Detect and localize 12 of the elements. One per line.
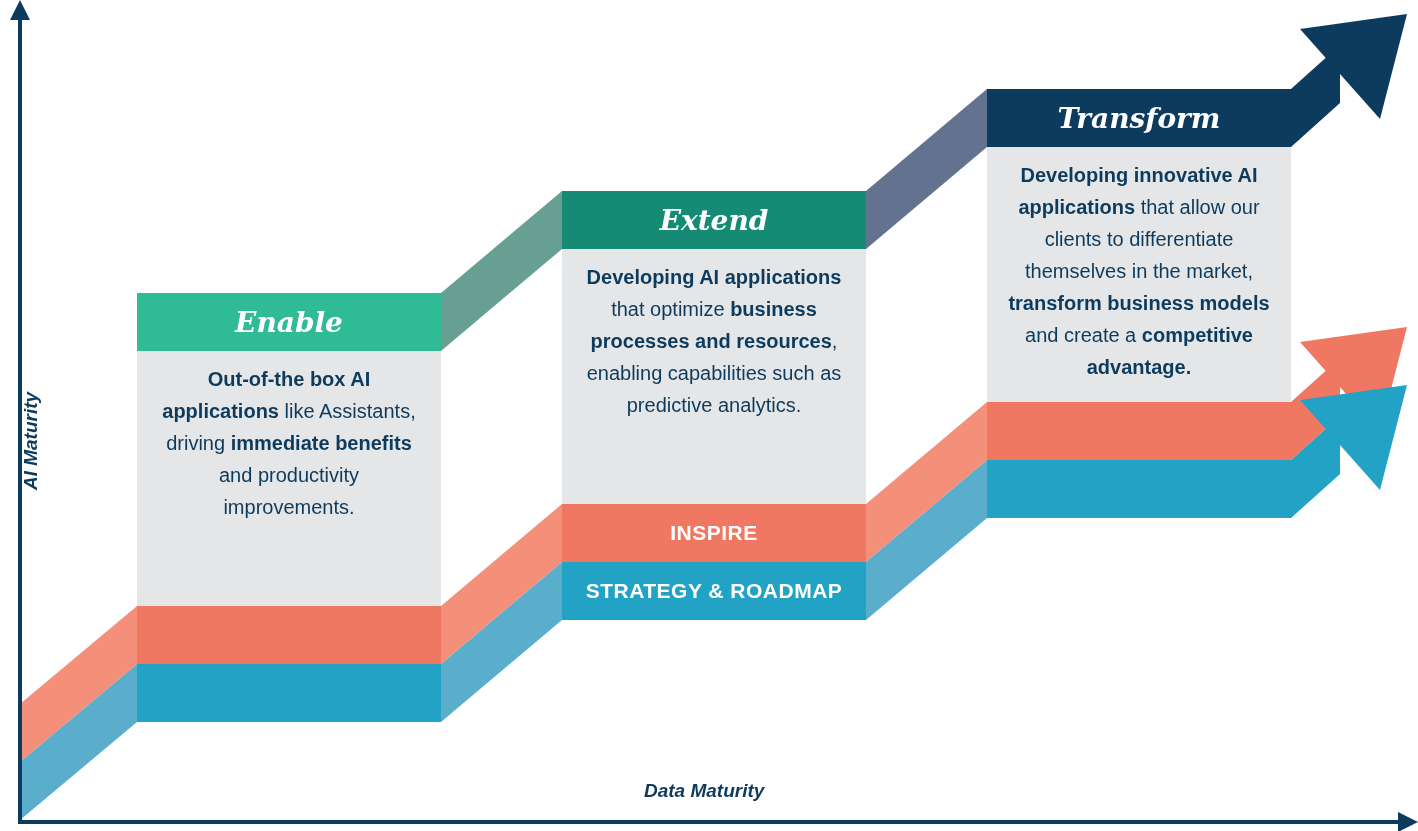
stage-description: Developing AI applications that optimize business processes and resources, enabling capabilities such as predictive analytics. <box>585 265 843 418</box>
axis-label: Data Maturity <box>644 780 765 802</box>
band-label: INSPIRE <box>562 504 866 562</box>
stage-card <box>987 89 1291 402</box>
band-label: STRATEGY & ROADMAP <box>562 562 866 620</box>
stage-description: Developing innovative AI applications that allow our clients to differentiate themselves in the market, transform business models and create a competitive advantage. <box>1007 163 1271 380</box>
stage-card <box>137 293 441 606</box>
stage-description: Out-of-the box AI applications like Assistants, driving immediate benefits and productivity improvements. <box>161 367 417 520</box>
axis-label: AI Maturity <box>20 391 43 491</box>
stage-card <box>562 191 866 504</box>
stage-title: Enable <box>137 293 441 351</box>
stage-title: Extend <box>562 191 866 249</box>
